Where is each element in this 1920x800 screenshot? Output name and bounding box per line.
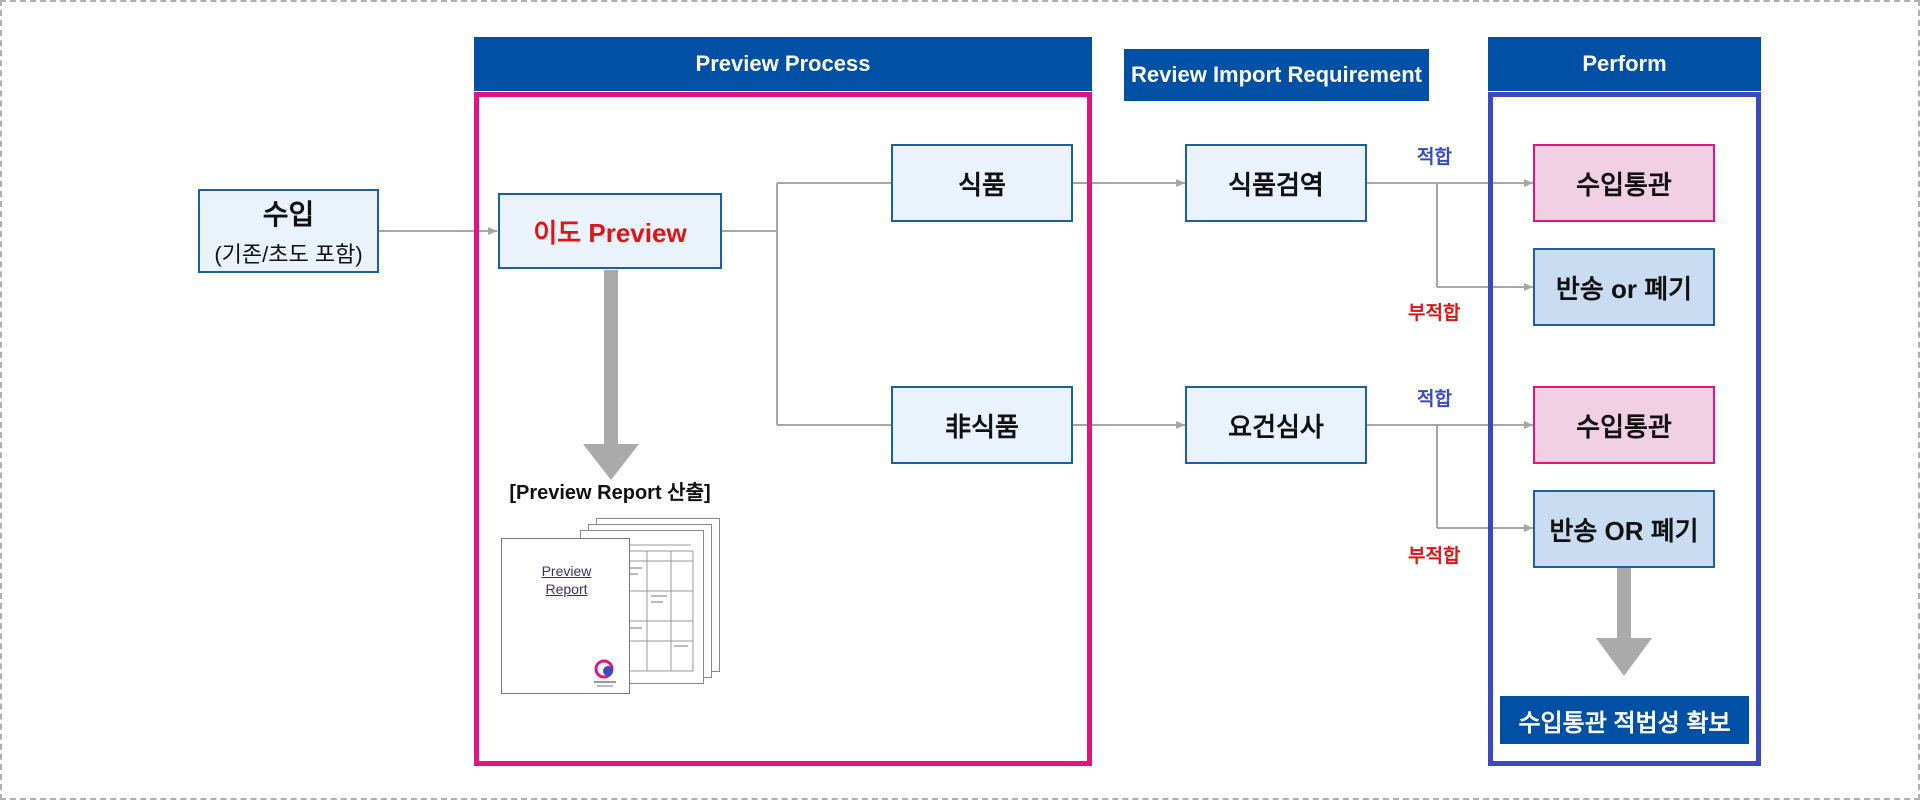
header-preview-process: Preview Process	[474, 37, 1092, 91]
report-doc-line2: Report	[545, 581, 588, 597]
report-doc-line1: Preview	[541, 563, 592, 579]
return-or-dispose-box-1: 반송 or 폐기	[1533, 248, 1715, 326]
pass-label-nonfood: 적합	[1417, 389, 1452, 410]
report-caption: [Preview Report 산출]	[509, 482, 711, 504]
fail-label-nonfood: 부적합	[1408, 546, 1461, 567]
report-logo-icon	[594, 659, 616, 687]
pass-label-food: 적합	[1417, 147, 1452, 168]
big-arrow-final	[1596, 566, 1652, 676]
food-box: 식품	[891, 144, 1073, 222]
nonfood-box: 非식품	[891, 386, 1073, 464]
import-box: 수입 (기존/초도 포함)	[198, 189, 379, 273]
return-or-dispose-box-2: 반송 OR 폐기	[1533, 490, 1715, 568]
import-subtitle: (기존/초도 포함)	[214, 242, 363, 267]
food-quarantine-box: 식품검역	[1185, 144, 1367, 222]
perform-frame	[1488, 92, 1761, 766]
customs-clearance-box-1: 수입통관	[1533, 144, 1715, 222]
header-perform: Perform	[1488, 37, 1761, 91]
customs-clearance-box-2: 수입통관	[1533, 386, 1715, 464]
big-arrow-report	[583, 270, 639, 480]
preview-box: 이도 Preview	[498, 193, 722, 269]
report-doc-cover: Preview Report	[501, 538, 630, 694]
requirement-review-box: 요건심사	[1185, 386, 1367, 464]
final-result-box: 수입통관 적법성 확보	[1500, 696, 1749, 744]
import-title: 수입	[262, 199, 315, 230]
fail-label-food: 부적합	[1408, 303, 1461, 324]
preview-process-frame	[474, 92, 1092, 766]
header-review-import-requirement: Review Import Requirement	[1124, 49, 1429, 101]
